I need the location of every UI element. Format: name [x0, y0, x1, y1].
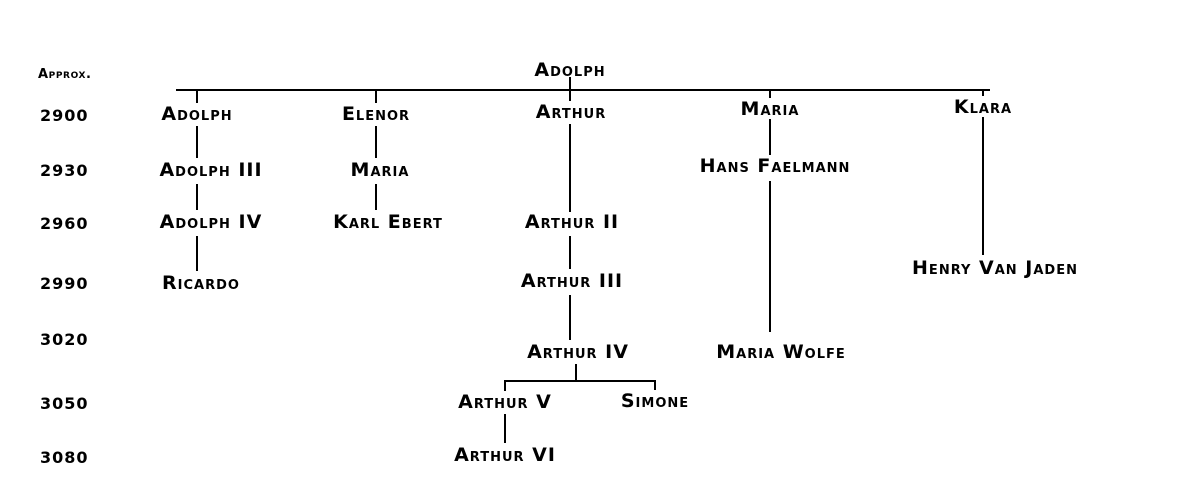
node-arthur-iv: Arthur IV [527, 341, 629, 363]
node-maria: Maria [740, 98, 800, 120]
connector-klara-henry [982, 117, 984, 255]
node-adolph: Adolph [161, 103, 233, 125]
node-karl-ebert: Karl Ebert [333, 211, 443, 233]
connector-root-stub [569, 77, 571, 89]
connector-hans-maria-wolfe [769, 181, 771, 332]
node-hans-faelmann: Hans Faelmann [699, 155, 851, 177]
connector-arthur-iii-iv [569, 295, 571, 340]
connector-adolph-iv-ricardo [196, 236, 198, 271]
timeline-year: 3080 [40, 448, 89, 467]
node-maria-2930: Maria [350, 159, 410, 181]
node-arthur-v: Arthur V [458, 391, 552, 413]
connector-arthur-arthur-ii [569, 124, 571, 212]
connector-maria-hans [769, 119, 771, 155]
node-arthur: Arthur [535, 101, 607, 123]
node-ricardo: Ricardo [162, 272, 240, 294]
node-arthur-vi: Arthur VI [454, 444, 556, 466]
timeline-year: 2960 [40, 214, 89, 233]
timeline-year: 3020 [40, 330, 89, 349]
node-arthur-ii: Arthur II [524, 211, 620, 233]
connector-stub-simone [654, 380, 656, 390]
connector-stub-arthur-v [504, 380, 506, 391]
node-henry-van-jaden: Henry Van Jaden [912, 257, 1078, 279]
connector-stub-maria [769, 89, 771, 98]
connector-stub-elenor [375, 89, 377, 103]
connector-arthur-v-vi [504, 414, 506, 443]
timeline-approx-label: Approx. [38, 67, 92, 82]
node-adolph-root: Adolph [534, 59, 606, 81]
node-klara: Klara [953, 96, 1013, 118]
timeline-year: 2990 [40, 274, 89, 293]
connector-stub-klara [982, 89, 984, 96]
connector-stub-arthur [569, 89, 571, 101]
node-adolph-iii: Adolph III [159, 159, 263, 181]
node-adolph-iv: Adolph IV [159, 211, 263, 233]
connector-adolph-adolph-iii [196, 126, 198, 158]
node-elenor: Elenor [341, 103, 411, 125]
connector-maria-karl-ebert [375, 184, 377, 210]
connector-arthur-iv-bar [505, 380, 656, 382]
timeline-year: 2930 [40, 161, 89, 180]
connector-arthur-iv-stub [575, 364, 577, 380]
connector-elenor-maria [375, 126, 377, 158]
timeline-year: 3050 [40, 394, 89, 413]
node-maria-wolfe: Maria Wolfe [716, 341, 846, 363]
connector-gen1-bar [176, 89, 990, 91]
connector-stub-adolph [196, 89, 198, 103]
connector-adolph-iii-iv [196, 184, 198, 210]
node-simone: Simone [620, 390, 690, 412]
connector-arthur-ii-iii [569, 236, 571, 269]
timeline-year: 2900 [40, 106, 89, 125]
node-arthur-iii: Arthur III [520, 270, 624, 292]
